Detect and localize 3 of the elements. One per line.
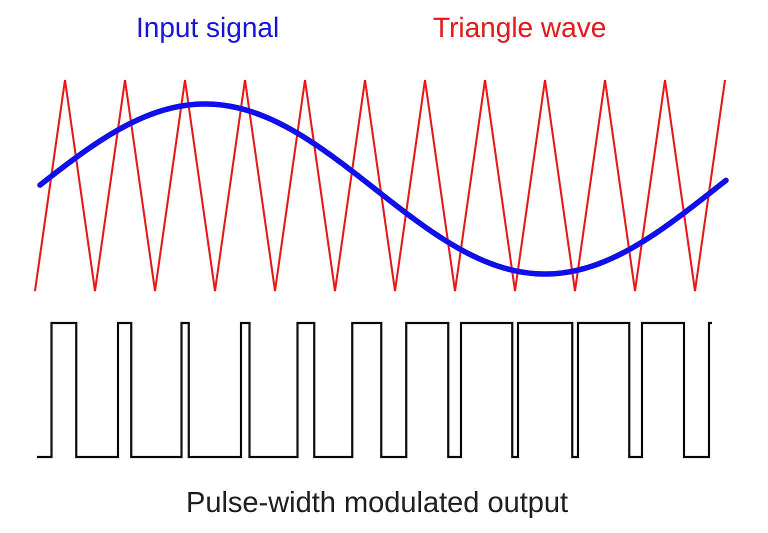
input-signal-label: Input signal (136, 12, 280, 44)
output-label: Pulse-width modulated output (186, 487, 568, 520)
triangle-wave-label: Triangle wave (433, 12, 606, 44)
